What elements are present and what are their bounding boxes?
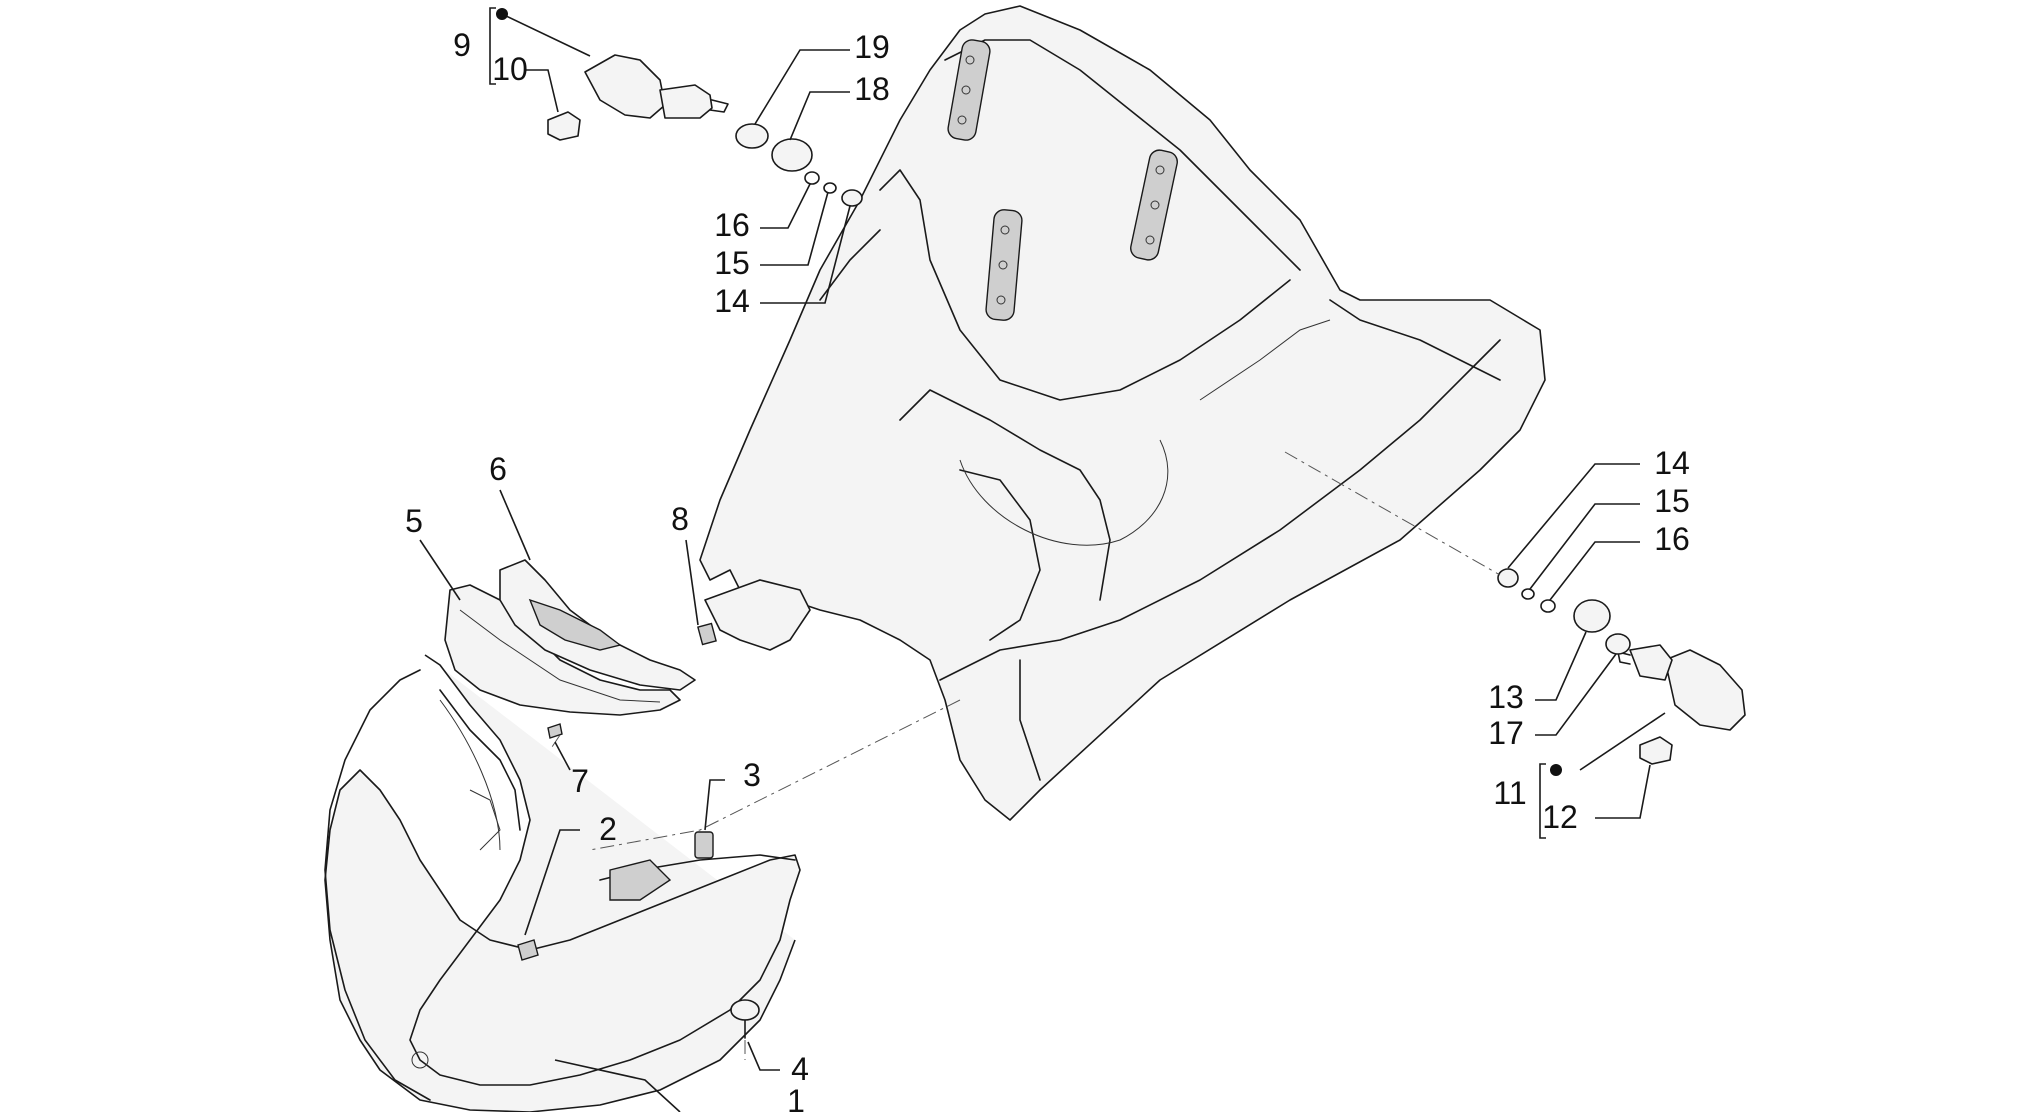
washers-right — [1497, 568, 1631, 655]
mount-plate-center — [985, 209, 1023, 321]
washer-part-15a — [823, 182, 837, 194]
callout-16-upper: 16 — [714, 207, 750, 243]
callout-14-upper: 14 — [714, 283, 750, 319]
callout-3: 3 — [743, 757, 761, 793]
bulb-part-12 — [1639, 736, 1673, 765]
mount-plate-left — [947, 39, 991, 141]
callout-15-lower: 15 — [1654, 483, 1690, 519]
rubber-part-18 — [771, 138, 813, 172]
rubber-part-13 — [1573, 599, 1611, 633]
callout-9: 9 — [453, 27, 471, 63]
nut-part-3 — [694, 831, 714, 859]
mount-plate-right — [1130, 149, 1178, 261]
callout-7: 7 — [571, 763, 589, 799]
callout-2: 2 — [599, 811, 617, 847]
callout-6: 6 — [489, 451, 507, 487]
position-light-reflector-part-6 — [499, 559, 696, 691]
callout-19: 19 — [854, 29, 890, 65]
callout-labels: 1 2 3 4 5 6 7 8 9 10 11 12 13 14 15 16 1… — [405, 27, 1690, 1112]
screw-part-4 — [730, 999, 760, 1039]
callout-15-upper: 15 — [714, 245, 750, 281]
callout-4: 4 — [791, 1051, 809, 1087]
washer-part-16a — [804, 171, 820, 185]
callout-12: 12 — [1542, 799, 1578, 835]
washer-part-15b — [1521, 588, 1535, 600]
headlamp-cover-part — [324, 654, 801, 1112]
callout-5: 5 — [405, 503, 423, 539]
callout-8: 8 — [671, 501, 689, 537]
rubber-part-17 — [1605, 633, 1631, 655]
callout-17: 17 — [1488, 715, 1524, 751]
rubber-part-19 — [735, 123, 769, 149]
screw-part-7 — [547, 723, 563, 739]
hinge-bracket — [704, 579, 811, 651]
bulb-part-10 — [547, 111, 581, 141]
callout-18: 18 — [854, 71, 890, 107]
front-shield-body — [699, 5, 1546, 821]
group-bracket-9-10 — [489, 7, 508, 85]
screw-part-2 — [517, 939, 539, 961]
callout-14-lower: 14 — [1654, 445, 1690, 481]
callout-16-lower: 16 — [1654, 521, 1690, 557]
nut-part-14a — [841, 189, 863, 207]
leader-lines — [419, 13, 1666, 1112]
turn-signal-right-part-11 — [1617, 644, 1746, 731]
washer-part-16b — [1540, 599, 1556, 613]
washers-left — [735, 123, 863, 207]
nut-part-14b — [1497, 568, 1519, 588]
callout-1: 1 — [787, 1083, 805, 1112]
callout-11: 11 — [1493, 775, 1526, 811]
callout-13: 13 — [1488, 679, 1524, 715]
turn-signal-left-part-9 — [584, 54, 729, 119]
group-bracket-11-12 — [1539, 763, 1562, 839]
callout-10: 10 — [492, 51, 528, 87]
clip-part-8 — [697, 622, 717, 646]
